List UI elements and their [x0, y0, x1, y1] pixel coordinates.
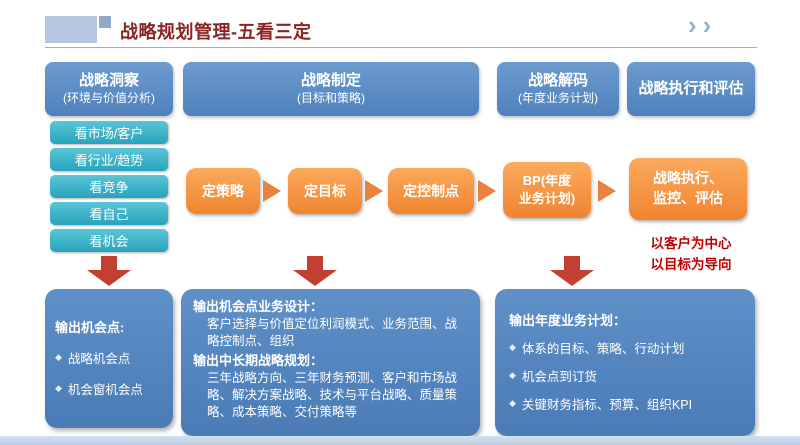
header-title: 战略洞察: [78, 72, 139, 90]
title-divider: [45, 47, 757, 48]
bottom-accent-bar: [0, 436, 800, 445]
arrow-right-icon: [365, 180, 383, 202]
insight-item-competition: 看竞争: [50, 175, 168, 198]
step-set-goal: 定目标: [288, 168, 362, 214]
step-text-line1: BP(年度: [522, 173, 572, 189]
step-text-line2: 监控、评估: [653, 190, 723, 206]
step-text-line1: 战略执行、: [653, 170, 723, 187]
output-section-title: 输出中长期战略规划：: [193, 353, 324, 369]
step-bp-annual-plan: BP(年度 业务计划): [503, 162, 591, 218]
annual-plan-output-box: 输出年度业务计划： ◆ 体系的目标、策略、行动计划 ◆ 机会点到订货 ◆ 关键财…: [495, 289, 755, 436]
arrow-right-icon: [598, 180, 616, 202]
list-item-text: 体系的目标、策略、行动计划: [521, 342, 685, 357]
header-strategy-formulation: 战略制定 (目标和策略): [183, 62, 479, 116]
header-strategy-insight: 战略洞察 (环境与价值分析): [45, 62, 173, 116]
list-item-text: 机会点到订货: [521, 370, 597, 385]
down-arrow-icon: [550, 256, 594, 286]
diamond-bullet-icon: ◆: [509, 398, 516, 409]
output-section-body: 三年战略方向、三年财务预测、客户和市场战略、解决方案战略、技术与平台战略、质量策…: [207, 370, 458, 420]
down-arrow-icon: [87, 256, 131, 286]
down-arrow-icon: [293, 256, 337, 286]
header-title: 战略解码: [527, 72, 588, 90]
list-item-text: 机会窗机会点: [67, 383, 143, 398]
insight-item-self: 看自己: [50, 202, 168, 225]
title-accent-rect: [45, 16, 97, 43]
note-line1: 以客户为中心: [650, 236, 732, 251]
page-title: 战略规划管理-五看三定: [120, 22, 312, 42]
diamond-bullet-icon: ◆: [55, 352, 62, 363]
list-item: ◆ 机会窗机会点: [55, 379, 163, 398]
list-item-text: 战略机会点: [67, 352, 131, 367]
chevron-right-icons: ››: [688, 10, 718, 40]
list-item: ◆ 机会点到订货: [509, 366, 741, 385]
guiding-principle-note: 以客户为中心 以目标为导向: [627, 234, 755, 276]
diamond-bullet-icon: ◆: [509, 370, 516, 381]
header-subtitle: (年度业务计划): [518, 90, 598, 105]
step-set-strategy: 定策略: [186, 168, 260, 214]
formulation-output-box: 输出机会点业务设计： 客户选择与价值定位利润模式、业务范围、战略控制点、组织 输…: [181, 289, 480, 436]
step-text-line2: 业务计划): [518, 191, 576, 206]
header-strategy-decoding: 战略解码 (年度业务计划): [497, 62, 619, 116]
header-subtitle: (目标和策略): [297, 90, 365, 105]
diamond-bullet-icon: ◆: [55, 383, 62, 394]
header-strategy-execution: 战略执行和评估: [627, 62, 755, 116]
note-line2: 以目标为导向: [650, 256, 732, 272]
insight-item-opportunity: 看机会: [50, 229, 168, 252]
output-section-body: 客户选择与价值定位利润模式、业务范围、战略控制点、组织: [207, 316, 458, 348]
step-execute-monitor-evaluate: 战略执行、 监控、评估: [629, 158, 747, 220]
insight-output-box: 输出机会点: ◆ 战略机会点 ◆ 机会窗机会点: [45, 289, 173, 428]
output-title: 输出年度业务计划：: [509, 312, 627, 328]
header-subtitle: (环境与价值分析): [63, 90, 155, 105]
diamond-bullet-icon: ◆: [509, 342, 516, 353]
list-item-text: 关键财务指标、预算、组织KPI: [521, 398, 693, 413]
list-item: ◆ 关键财务指标、预算、组织KPI: [509, 394, 741, 413]
step-set-control-point: 定控制点: [388, 168, 474, 214]
insight-item-industry: 看行业/趋势: [50, 148, 168, 171]
list-item: ◆ 战略机会点: [55, 348, 163, 367]
header-title: 战略制定: [300, 72, 361, 90]
arrow-right-icon: [478, 180, 496, 202]
header-title: 战略执行和评估: [638, 80, 744, 98]
arrow-right-icon: [263, 180, 281, 202]
insight-item-market: 看市场/客户: [50, 121, 168, 144]
output-title: 输出机会点:: [55, 319, 125, 335]
list-item: ◆ 体系的目标、策略、行动计划: [509, 338, 741, 357]
title-accent-square: [99, 16, 111, 28]
output-section-title: 输出机会点业务设计：: [193, 299, 324, 314]
